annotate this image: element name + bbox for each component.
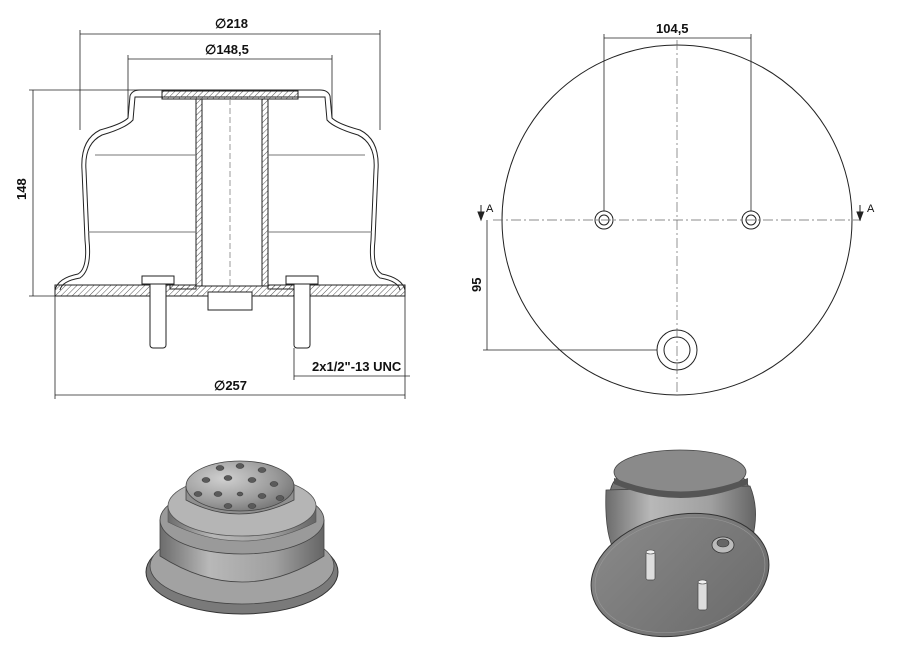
- render-stud-1: [645, 549, 656, 581]
- top-plate: [161, 90, 299, 100]
- render-top-isometric: [145, 460, 339, 615]
- dim-plate-diameter: ∅148,5: [205, 42, 249, 57]
- bellows-outline: [54, 89, 406, 296]
- bottom-stub: [207, 291, 253, 311]
- dim-hole-spacing: 104,5: [656, 21, 689, 36]
- section-marker-left: A: [486, 203, 494, 215]
- center-tube: [195, 98, 269, 287]
- dim-base-diameter: ∅257: [214, 378, 247, 393]
- stud-right: [293, 281, 311, 349]
- dim-top-diameter: ∅218: [215, 16, 248, 31]
- side-section-view: [54, 89, 406, 349]
- dim-offset: 95: [469, 278, 484, 292]
- stud-left: [149, 281, 167, 349]
- section-marker-right: A: [867, 203, 875, 215]
- render-stud-2: [697, 579, 708, 611]
- render-port-fitting: [711, 536, 735, 554]
- render-bottom-isometric: [590, 449, 770, 638]
- side-dimensions: [29, 30, 410, 399]
- render-top-plate: [185, 460, 295, 512]
- top-view: [477, 34, 864, 396]
- dim-height: 148: [14, 178, 29, 200]
- thread-note: 2x1/2"-13 UNC: [312, 359, 402, 374]
